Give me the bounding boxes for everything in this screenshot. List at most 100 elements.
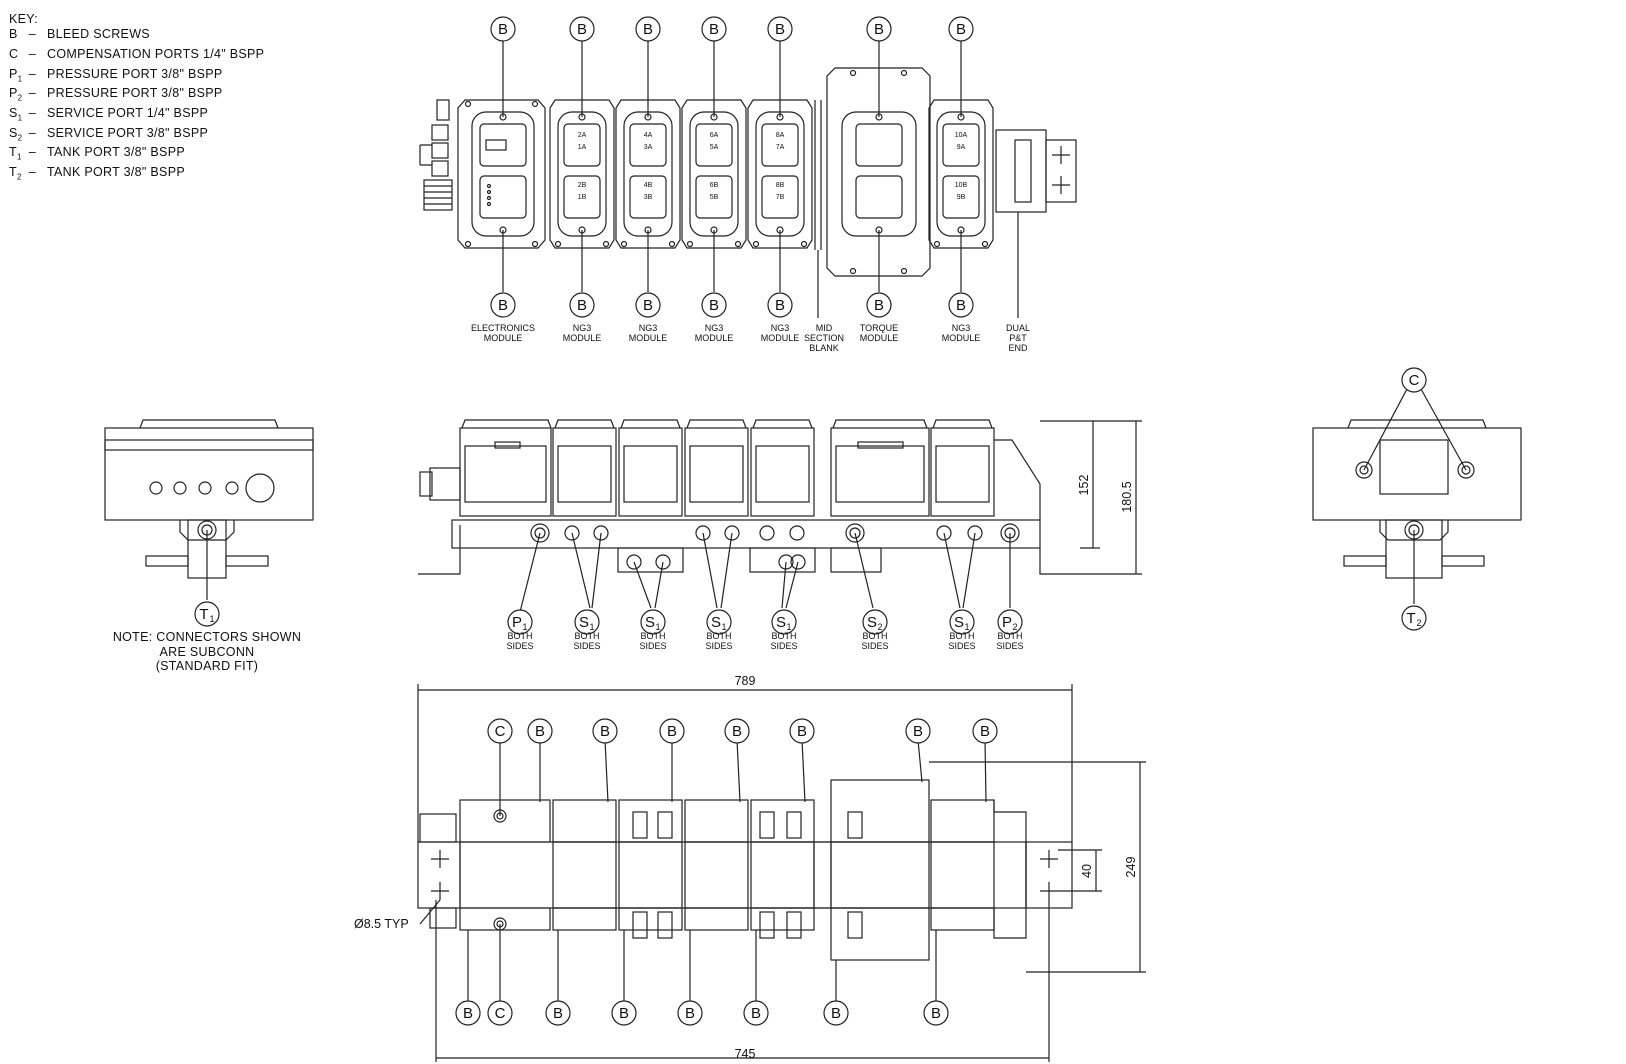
bubble-circle bbox=[948, 16, 974, 42]
key-dash: – bbox=[25, 46, 40, 61]
both-sides-2: SIDES bbox=[861, 641, 888, 651]
bubble-circle bbox=[724, 718, 750, 744]
callout-bubble: B bbox=[490, 292, 516, 318]
right-end-view bbox=[1312, 388, 1522, 604]
bubble-letter: B bbox=[980, 723, 990, 740]
key-symbol-letter: P bbox=[9, 86, 18, 101]
bubble-circle bbox=[706, 609, 732, 635]
port-label: 7A bbox=[776, 144, 785, 151]
port-label: 9B bbox=[957, 194, 966, 201]
key-symbol-subscript: 1 bbox=[17, 113, 23, 123]
callout-bubble: B bbox=[455, 1000, 481, 1026]
callout-bubble: B bbox=[767, 16, 793, 42]
bubble-letter: S bbox=[579, 614, 589, 631]
key-symbol-subscript: 2 bbox=[17, 133, 23, 143]
bubble-letter: B bbox=[535, 723, 545, 740]
bubble-circle bbox=[1401, 367, 1427, 393]
bubble-letter: B bbox=[498, 297, 508, 314]
dual-label-3: END bbox=[1008, 343, 1028, 353]
port-label: 5A bbox=[710, 144, 719, 151]
key-entry: C – COMPENSATION PORTS 1/4" BSPP bbox=[9, 47, 264, 67]
key-text: BLEED SCREWS bbox=[47, 27, 150, 42]
both-sides-2: SIDES bbox=[573, 641, 600, 651]
bubble-letter: S bbox=[645, 614, 655, 631]
ng3-label-2: MODULE bbox=[563, 333, 602, 343]
key-symbol-subscript: 2 bbox=[17, 93, 23, 103]
ng3-module-4-top bbox=[747, 99, 813, 249]
callout-bubble: B bbox=[569, 16, 595, 42]
callout-bubble: B bbox=[635, 16, 661, 42]
bubble-letter: B bbox=[709, 21, 719, 38]
bubble-circle bbox=[701, 292, 727, 318]
key-symbol-subscript: 1 bbox=[16, 152, 22, 162]
key-text: COMPENSATION PORTS 1/4" BSPP bbox=[47, 46, 265, 61]
ng3-label-2: MODULE bbox=[761, 333, 800, 343]
bubble-circle bbox=[1401, 605, 1427, 631]
bubble-circle bbox=[701, 16, 727, 42]
bubble-letter: B bbox=[956, 21, 966, 38]
callout-bubble: B bbox=[635, 292, 661, 318]
key-dash: – bbox=[25, 125, 40, 140]
electronics-label-2: MODULE bbox=[484, 333, 523, 343]
key-symbol-letter: B bbox=[9, 27, 18, 42]
note-line-2: ARE SUBCONN bbox=[159, 644, 255, 659]
key-entry: B – BLEED SCREWS bbox=[9, 27, 264, 47]
key-symbol-letter: C bbox=[9, 46, 19, 61]
bubble-circle bbox=[455, 1000, 481, 1026]
port-label: 8A bbox=[776, 132, 785, 139]
body-height-dim: 152 bbox=[1077, 475, 1091, 496]
bubble-circle bbox=[949, 609, 975, 635]
bubble-letter: B bbox=[709, 297, 719, 314]
bubble-letter: B bbox=[874, 21, 884, 38]
bubble-letter: B bbox=[600, 723, 610, 740]
bubble-letter: B bbox=[643, 297, 653, 314]
callout-bubble: B bbox=[948, 16, 974, 42]
port-label: 4A bbox=[644, 132, 653, 139]
callout-bubble: B bbox=[545, 1000, 571, 1026]
bubble-letter: C bbox=[495, 723, 506, 740]
ng3-label-1: NG3 bbox=[573, 323, 592, 333]
bubble-letter: B bbox=[751, 1005, 761, 1022]
both-sides-1: BOTH bbox=[771, 631, 796, 641]
bubble-circle bbox=[948, 292, 974, 318]
ng3-label-2: MODULE bbox=[695, 333, 734, 343]
hole-diameter-dim: Ø8.5 TYP bbox=[354, 917, 409, 931]
bubble-letter: B bbox=[831, 1005, 841, 1022]
port-label: 4B bbox=[644, 182, 653, 189]
key-symbol: T2 bbox=[9, 165, 25, 185]
callout-bubble: B bbox=[905, 718, 931, 744]
key-entry: P2 – PRESSURE PORT 3/8" BSPP bbox=[9, 86, 264, 106]
bubble-circle bbox=[659, 718, 685, 744]
ng3-label-1: NG3 bbox=[952, 323, 971, 333]
both-sides-1: BOTH bbox=[949, 631, 974, 641]
ng3-module-1-top bbox=[549, 99, 615, 249]
dimension-labels: 789 745 152 180.5 249 40 Ø8.5 TYP bbox=[354, 475, 1138, 1061]
bubble-circle bbox=[789, 718, 815, 744]
key-entry: P1 – PRESSURE PORT 3/8" BSPP bbox=[9, 67, 264, 87]
bubble-circle bbox=[866, 16, 892, 42]
bubble-letter: B bbox=[931, 1005, 941, 1022]
bubble-subscript: 1 bbox=[786, 622, 791, 632]
bubble-letter: P bbox=[1002, 614, 1012, 631]
total-height-dim: 180.5 bbox=[1120, 481, 1134, 512]
mid-label-3: BLANK bbox=[809, 343, 839, 353]
bubble-letter: B bbox=[775, 21, 785, 38]
bubble-circle bbox=[972, 718, 998, 744]
port-label: 6A bbox=[710, 132, 719, 139]
bubble-subscript: 1 bbox=[721, 622, 726, 632]
port-label: 7B bbox=[776, 194, 785, 201]
bubble-circle bbox=[527, 718, 553, 744]
port-label: 1A bbox=[578, 144, 587, 151]
both-sides-2: SIDES bbox=[770, 641, 797, 651]
callout-bubble: B bbox=[701, 16, 727, 42]
bubble-letter: C bbox=[1409, 372, 1420, 389]
bubble-letter: S bbox=[867, 614, 877, 631]
module-labels: ELECTRONICS MODULE NG3 MODULE NG3 MODULE… bbox=[471, 323, 1030, 353]
torque-label-2: MODULE bbox=[860, 333, 899, 343]
electronics-module-top bbox=[457, 99, 546, 249]
